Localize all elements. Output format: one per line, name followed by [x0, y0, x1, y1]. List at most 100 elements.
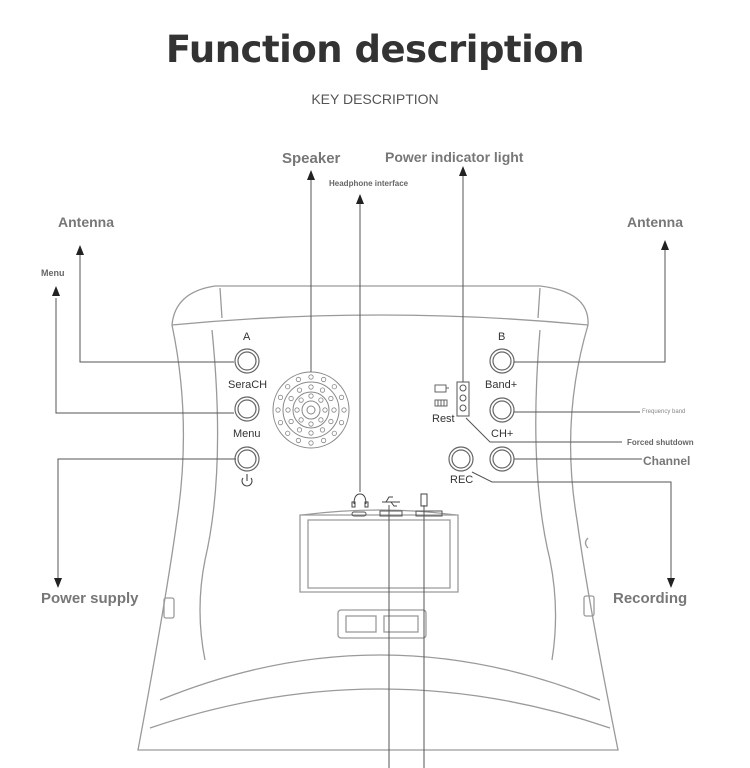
micro-port-icon [420, 493, 428, 507]
speaker-hole [331, 384, 337, 390]
headphone-interface-label: Headphone interface [329, 179, 409, 188]
speaker-hole [322, 407, 328, 413]
speaker-hole [288, 395, 294, 402]
key-serach-label: SeraCH [228, 379, 268, 391]
battery-slot-right [383, 615, 419, 633]
speaker-hole [295, 437, 301, 444]
battery-slot-left [345, 615, 377, 633]
battery-slot-outer [337, 609, 427, 639]
speaker-hole [319, 387, 326, 393]
speaker-hole [298, 417, 304, 423]
button-serach [234, 396, 260, 422]
leader-lines [55, 176, 672, 768]
speaker-hole [318, 417, 324, 423]
menu-label: Menu [41, 268, 65, 278]
channel-label: Channel [643, 454, 691, 468]
key-a-label: A [243, 331, 251, 343]
power-symbol-icon [241, 474, 253, 487]
speaker-hole [328, 395, 334, 402]
speaker-hole [331, 430, 337, 436]
speaker-hole [308, 421, 314, 427]
power-indicator-arrow [459, 166, 467, 176]
speaker-hole [275, 407, 281, 413]
speaker-hole [320, 437, 327, 444]
right-side-clip [584, 537, 589, 549]
recording-arrow [667, 578, 675, 588]
speaker-hole [308, 393, 314, 399]
left-side-knob [163, 597, 175, 619]
device-top-bevel [171, 314, 589, 326]
key-ch-plus-label: CH+ [491, 428, 514, 440]
power-supply-label: Power supply [41, 590, 139, 607]
speaker-hole [338, 394, 345, 400]
speaker-hole [277, 419, 284, 426]
device-right-inner-edge [535, 329, 557, 661]
speaker-label: Speaker [282, 150, 341, 167]
speaker-hole [308, 374, 314, 380]
recording-leader [471, 471, 672, 578]
antenna-right-leader [514, 250, 666, 363]
speaker-hole [296, 387, 303, 393]
speaker-arrow [307, 170, 315, 180]
speaker-hole [277, 394, 284, 400]
recording-label: Recording [613, 590, 688, 607]
device-top-rim [219, 287, 541, 319]
speaker-holes [275, 374, 347, 446]
key-rec-label: REC [450, 474, 474, 486]
power-supply-arrow [54, 578, 62, 588]
key-rest-label: Rest [432, 413, 455, 425]
speaker-hole [331, 407, 337, 413]
device-outer-outline [137, 285, 619, 751]
antenna-right-arrow [661, 240, 669, 250]
device-bottom-curve-2 [149, 688, 611, 729]
speaker-hole [341, 407, 347, 413]
speaker-hole [285, 407, 291, 413]
usb-icon [382, 496, 400, 507]
speaker-hole [308, 430, 314, 436]
speaker-grille [272, 371, 350, 449]
right-side-knob [583, 595, 595, 617]
page-title: Function description [165, 28, 585, 71]
menu-leader [55, 298, 234, 414]
indicator-lights [456, 381, 470, 417]
menu-arrow [52, 286, 60, 296]
ports [351, 510, 443, 517]
arrow-heads [52, 166, 675, 588]
display-top-rim [301, 509, 457, 516]
antenna-left-arrow [76, 245, 84, 255]
forced-shutdown-label: Forced shutdown [627, 438, 694, 447]
antenna-right-label: Antenna [627, 214, 683, 230]
speaker-hole [328, 418, 334, 425]
key-b-label: B [498, 331, 506, 343]
device-body [137, 285, 619, 751]
device-left-inner-edge [199, 329, 219, 661]
key-band-plus-label: Band+ [485, 379, 518, 391]
headphone-arrow [356, 194, 364, 204]
button-b [489, 348, 515, 374]
speaker-hole [308, 440, 314, 446]
speaker-hole [298, 397, 304, 403]
speaker-hole [285, 430, 291, 436]
speaker-hole [338, 419, 345, 426]
power-indicator-light-label: Power indicator light [385, 149, 524, 165]
button-ch-plus [489, 446, 515, 472]
display-window [299, 514, 459, 593]
charging-icon [434, 384, 449, 393]
speaker-hole [294, 407, 300, 413]
speaker-hole [295, 376, 301, 383]
button-rec [448, 446, 474, 472]
display-inner [307, 519, 451, 589]
speaker-hole [288, 418, 294, 425]
antenna-left-leader [79, 255, 234, 363]
device-bottom-curve [159, 654, 601, 701]
button-menu [234, 446, 260, 472]
speaker-hole [320, 376, 327, 383]
frequency-band-label: Frequency band [642, 409, 686, 415]
device-buttons [234, 348, 515, 472]
power-supply-leader [57, 458, 236, 580]
button-band-plus [489, 397, 515, 423]
headphone-icon [351, 493, 369, 508]
button-a [234, 348, 260, 374]
speaker-hole [318, 397, 324, 403]
